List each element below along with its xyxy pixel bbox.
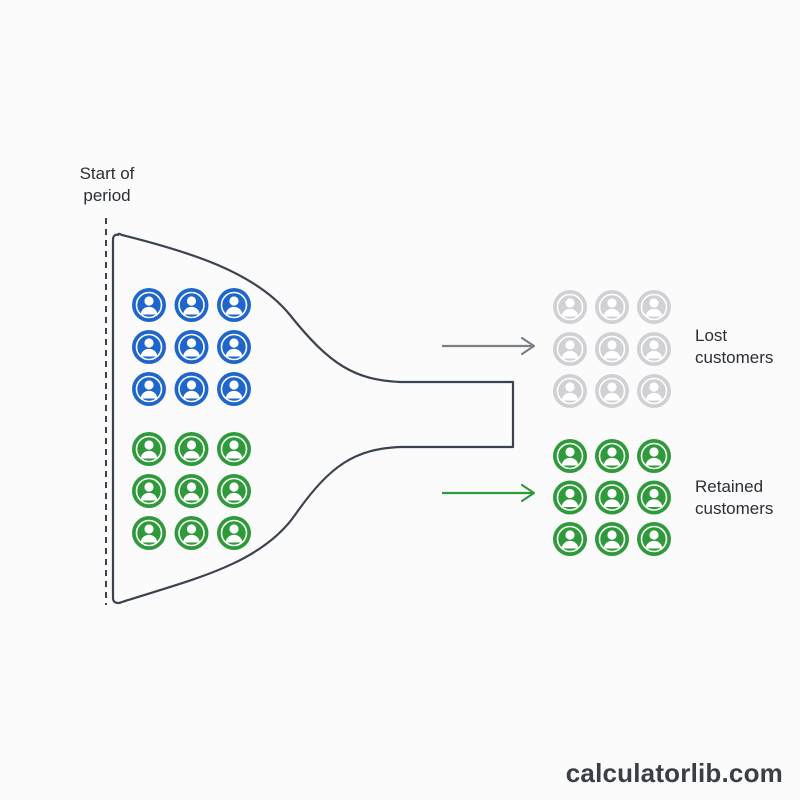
funnel-outline bbox=[111, 232, 515, 605]
user-avatar-icon bbox=[637, 480, 671, 515]
user-avatar-icon bbox=[217, 474, 251, 508]
user-avatar-icon bbox=[132, 516, 166, 550]
user-avatar-icon bbox=[595, 439, 629, 473]
user-avatar-icon bbox=[553, 332, 587, 366]
user-avatar-icon bbox=[174, 330, 209, 364]
user-avatar-icon bbox=[553, 290, 587, 324]
user-avatar-icon bbox=[595, 290, 629, 324]
lost-label-line-1: Lost bbox=[695, 326, 728, 345]
user-avatar-icon bbox=[553, 374, 587, 408]
start-retained-customers-grid bbox=[132, 432, 251, 550]
user-avatar-icon bbox=[595, 374, 629, 408]
user-avatar-icon bbox=[217, 516, 251, 550]
user-avatar-icon bbox=[595, 480, 629, 515]
retained-arrow bbox=[442, 483, 536, 503]
site-watermark: calculatorlib.com bbox=[565, 758, 783, 788]
user-avatar-icon bbox=[637, 522, 671, 556]
start-label-line-2: period bbox=[83, 186, 131, 205]
user-avatar-icon bbox=[132, 288, 166, 322]
start-label-line-1: Start of bbox=[79, 164, 135, 183]
user-avatar-icon bbox=[553, 522, 587, 556]
user-avatar-icon bbox=[132, 372, 166, 406]
user-avatar-icon bbox=[217, 432, 251, 466]
user-avatar-icon bbox=[174, 372, 209, 406]
user-avatar-icon bbox=[217, 330, 251, 364]
start-lost-customers-grid bbox=[132, 288, 251, 406]
user-avatar-icon bbox=[132, 330, 166, 364]
lost-customers-label: Lost customers bbox=[695, 325, 773, 369]
user-avatar-icon bbox=[217, 288, 251, 322]
user-avatar-icon bbox=[217, 372, 251, 406]
user-avatar-icon bbox=[174, 516, 209, 550]
start-of-period-label: Start of period bbox=[62, 163, 152, 207]
user-avatar-icon bbox=[132, 432, 166, 466]
retained-label-line-2: customers bbox=[695, 499, 774, 518]
retained-customers-grid bbox=[553, 439, 671, 556]
user-avatar-icon bbox=[174, 288, 209, 322]
lost-label-line-2: customers bbox=[695, 348, 774, 367]
user-avatar-icon bbox=[637, 439, 671, 473]
user-avatar-icon bbox=[553, 480, 587, 515]
lost-customers-grid bbox=[553, 290, 671, 408]
user-avatar-icon bbox=[553, 439, 587, 473]
user-avatar-icon bbox=[637, 374, 671, 408]
retained-label-line-1: Retained bbox=[695, 477, 764, 496]
lost-arrow bbox=[442, 336, 536, 356]
retained-customers-label: Retained customers bbox=[695, 476, 773, 520]
user-avatar-icon bbox=[595, 332, 629, 366]
user-avatar-icon bbox=[132, 474, 166, 508]
user-avatar-icon bbox=[174, 474, 209, 508]
user-avatar-icon bbox=[595, 522, 629, 556]
user-avatar-icon bbox=[637, 290, 671, 324]
user-avatar-icon bbox=[637, 332, 671, 366]
user-avatar-icon bbox=[174, 432, 209, 466]
